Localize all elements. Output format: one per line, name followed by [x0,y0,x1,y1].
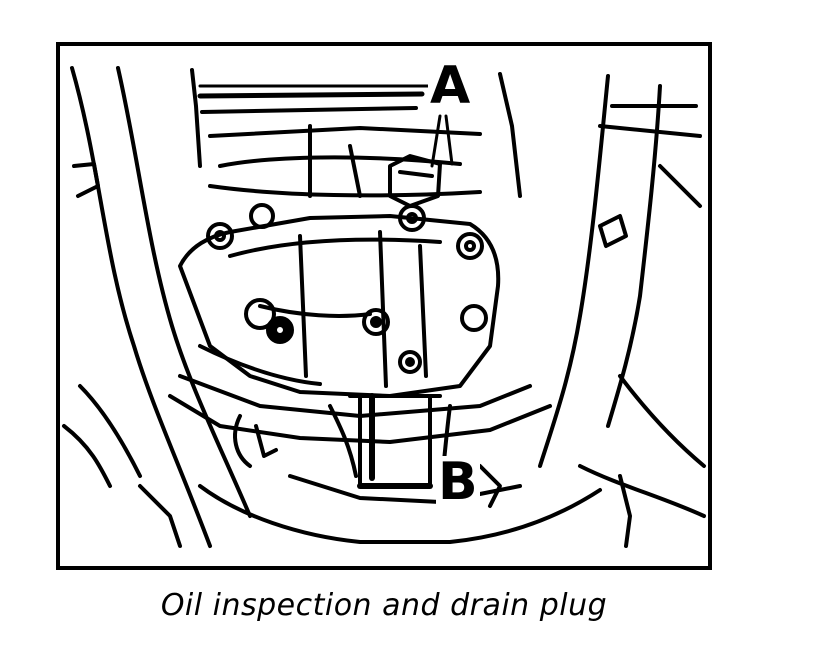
left-frame-tube [62,66,252,548]
lower-details [138,414,632,548]
engine-underside-illustration [62,66,706,548]
diagram-frame: A B [56,42,712,570]
figure-caption: Oil inspection and drain plug [160,588,608,623]
right-frame-tube [538,74,706,518]
callout-label-b: B [436,452,480,512]
callout-label-a: A [428,56,473,116]
mounting-bolts [206,203,488,374]
crankcase-upper [190,68,522,198]
oil-inspection-window [388,114,454,208]
